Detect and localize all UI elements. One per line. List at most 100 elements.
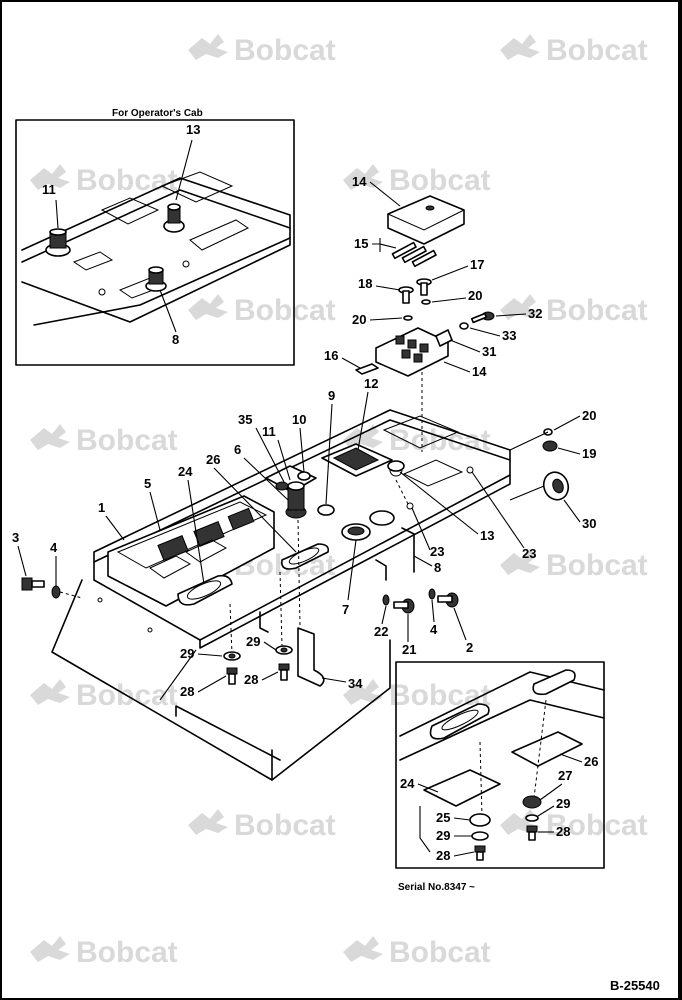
indicator-lamp [149, 555, 192, 579]
cover-rivet [425, 205, 435, 211]
bolt-shank [476, 851, 484, 861]
watermark: Bobcat [343, 164, 491, 197]
callout-8: 8 [434, 560, 441, 575]
callout-10: 10 [292, 412, 306, 427]
callout-14: 14 [472, 364, 487, 379]
grommet-opening [441, 709, 479, 731]
instrument-panel-inner [116, 501, 268, 569]
lamp-socket [317, 504, 335, 516]
callout-14: 14 [352, 174, 367, 189]
callout-18: 18 [358, 276, 372, 291]
watermark-text: Bobcat [76, 164, 178, 197]
cover-edge [387, 209, 465, 231]
watermark: Bobcat [30, 936, 178, 969]
bobcat-logo-icon [343, 679, 383, 705]
inset-border [15, 119, 295, 366]
switch-socket [369, 510, 395, 526]
screw-shank [420, 282, 428, 296]
bobcat-logo-icon [188, 809, 228, 835]
callout-33: 33 [502, 328, 516, 343]
switch-cap [297, 471, 311, 481]
bolt-28 [474, 845, 486, 861]
bobcat-logo-icon [30, 936, 70, 962]
console-housing-side [175, 705, 281, 761]
callout-22: 22 [374, 624, 388, 639]
bolt-head [21, 577, 33, 591]
watermark: Bobcat [188, 34, 336, 67]
watermark: Bobcat [188, 294, 336, 327]
fasteners [21, 577, 459, 685]
callout-16: 16 [324, 348, 338, 363]
callout-7: 7 [342, 602, 349, 617]
bolt-shank [31, 580, 45, 588]
spacer-25 [469, 813, 491, 827]
watermark: Bobcat [30, 164, 178, 197]
bobcat-logo-icon [343, 164, 383, 190]
inset-operators-cab: For Operator's Cab 13 [15, 108, 295, 366]
switch-knob [275, 481, 289, 491]
inset-slot [189, 219, 250, 251]
callout-26: 26 [206, 452, 220, 467]
callout-9: 9 [328, 388, 335, 403]
watermark-text: Bobcat [546, 809, 648, 842]
callout-29: 29 [556, 796, 570, 811]
inset-console-lower [33, 237, 291, 326]
callout-8: 8 [172, 332, 179, 347]
screw-shank [470, 312, 488, 324]
callout-3: 3 [12, 530, 19, 545]
callout-17: 17 [470, 257, 484, 272]
bolt-head [526, 825, 538, 833]
bobcat-logo-icon [188, 294, 228, 320]
washer-22 [382, 594, 390, 606]
screw-hole [466, 466, 474, 474]
pin [391, 241, 417, 260]
bolt-28 [226, 667, 238, 685]
screw-hole [97, 597, 103, 603]
callout-28: 28 [244, 672, 258, 687]
screw-18 [398, 286, 414, 304]
watermark-text: Bobcat [389, 164, 491, 197]
bobcat-logo-icon [500, 294, 540, 320]
gauge-window [227, 507, 255, 531]
main-callouts: 14 15 17 18 20 32 20 33 16 31 14 9 12 20… [12, 174, 596, 701]
key-switch-part [163, 203, 185, 233]
callout-5: 5 [144, 476, 151, 491]
switch-top [287, 481, 305, 491]
callout-30: 30 [582, 516, 596, 531]
console-front-edge [199, 474, 511, 649]
indicator-lamp [185, 539, 228, 563]
watermark: Bobcat [30, 679, 178, 712]
knob-top [49, 228, 67, 236]
callout-24: 24 [178, 464, 193, 479]
callout-23: 23 [522, 546, 536, 561]
bobcat-logo-icon [343, 936, 383, 962]
bolt-shank [280, 669, 288, 681]
bobcat-logo-icon [30, 164, 70, 190]
screw-hole [98, 288, 106, 296]
bolt-head [474, 845, 486, 853]
grommet-plate [280, 543, 330, 570]
watermark: Bobcat [500, 34, 648, 67]
callout-29: 29 [180, 646, 194, 661]
spacer-16 [355, 363, 379, 375]
inset-switch-panel [100, 197, 160, 225]
watermark-text: Bobcat [234, 294, 336, 327]
bracket-part-34 [297, 627, 325, 687]
pins-15 [391, 241, 437, 268]
inset-console-outline [21, 177, 291, 323]
mounting-bracket [401, 527, 415, 573]
bolt-head [278, 663, 290, 671]
watermark-text: Bobcat [546, 294, 648, 327]
screw-hole [182, 260, 190, 268]
watermark-text: Bobcat [389, 936, 491, 969]
watermark: Bobcat [343, 679, 491, 712]
bolt-21 [393, 598, 415, 614]
callout-32: 32 [528, 306, 542, 321]
terminal [395, 335, 405, 345]
grommet-plate [177, 574, 233, 606]
grommet-opening [288, 547, 320, 565]
callout-2: 2 [466, 640, 473, 655]
inset-cover-panel [160, 171, 234, 203]
